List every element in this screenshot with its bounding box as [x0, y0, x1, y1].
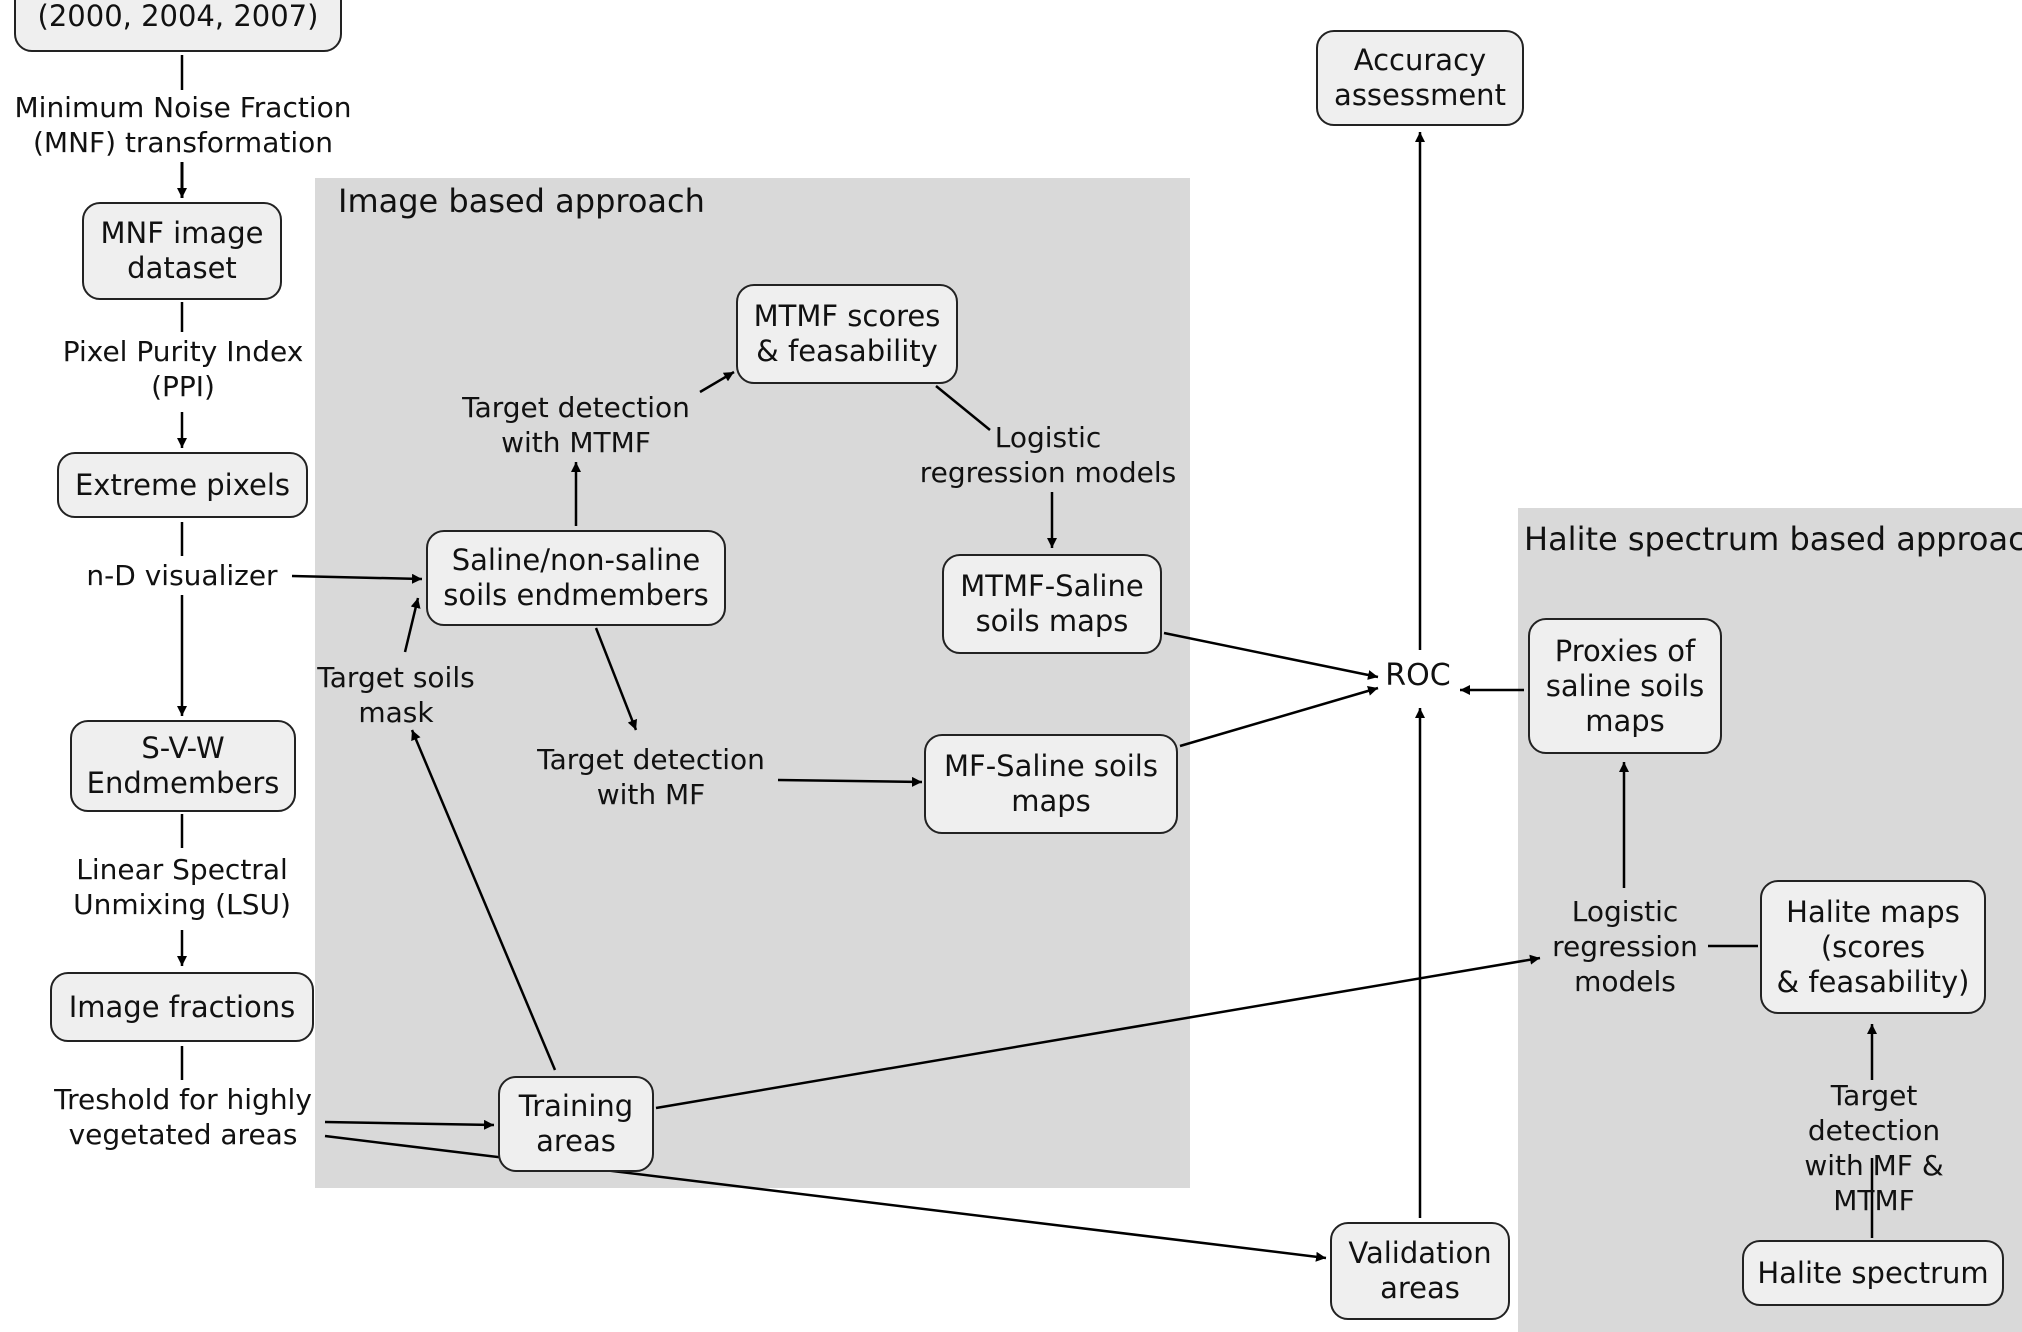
training-areas-box: Training areas [498, 1076, 654, 1172]
nd-visualizer-label: n-D visualizer [86, 559, 278, 592]
mtmf-saline-maps-box: MTMF-Saline soils maps [942, 554, 1162, 654]
threshold-label: Treshold for highly vegetated areas [54, 1083, 312, 1151]
svw-endmembers-box: S-V-W Endmembers [70, 720, 296, 812]
logistic-regression-top-label: Logistic regression models [919, 421, 1177, 489]
image-based-panel-title: Image based approach [338, 182, 705, 220]
halite-based-panel-title: Halite spectrum based approach [1524, 520, 2022, 558]
accuracy-assessment-box: Accuracy assessment [1316, 30, 1524, 126]
years-box: (2000, 2004, 2007) [14, 0, 342, 52]
halite-maps-box: Halite maps (scores & feasability) [1760, 880, 1986, 1014]
target-detection-mf-mtmf-label: Target detection with MF & MTMF [1804, 1079, 1944, 1217]
mf-saline-maps-box: MF-Saline soils maps [924, 734, 1178, 834]
arrow-threshold-to-training [324, 1119, 495, 1130]
arrow-endmembers-to-td-mf [594, 627, 638, 731]
arrow-training-to-logistic [655, 954, 1541, 1110]
arrow-mtmf-maps-to-roc [1163, 631, 1379, 680]
arrow-td-mf-to-mf-maps [777, 776, 923, 787]
arrow-mask-to-endmembers [403, 597, 421, 653]
mnf-dataset-box: MNF image dataset [82, 202, 282, 300]
saline-endmembers-box: Saline/non-saline soils endmembers [426, 530, 726, 626]
image-fractions-box: Image fractions [50, 972, 314, 1042]
target-detection-mtmf-label: Target detection with MTMF [462, 391, 690, 459]
halite-spectrum-box: Halite spectrum [1742, 1240, 2004, 1306]
proxies-box: Proxies of saline soils maps [1528, 618, 1722, 754]
target-soils-mask-label: Target soils mask [317, 661, 475, 729]
arrow-nd-to-endmembers [291, 573, 423, 584]
line-scores-to-logistic [935, 385, 991, 431]
extreme-pixels-box: Extreme pixels [57, 452, 308, 518]
arrow-threshold-to-validation [324, 1134, 1327, 1262]
arrow-training-to-mask [410, 729, 557, 1071]
mnf-transformation-label: Minimum Noise Fraction (MNF) transformat… [14, 91, 352, 159]
roc-label: ROC [1385, 658, 1451, 693]
validation-areas-box: Validation areas [1330, 1222, 1510, 1320]
arrow-mf-maps-to-roc [1179, 686, 1379, 748]
logistic-regression-right-label: Logistic regression models [1552, 895, 1698, 998]
lsu-label: Linear Spectral Unmixing (LSU) [73, 853, 291, 921]
target-detection-mf-label: Target detection with MF [537, 743, 765, 811]
mtmf-scores-box: MTMF scores & feasability [736, 284, 958, 384]
ppi-label: Pixel Purity Index (PPI) [62, 335, 304, 403]
arrow-td-mtmf-to-scores [699, 370, 735, 394]
